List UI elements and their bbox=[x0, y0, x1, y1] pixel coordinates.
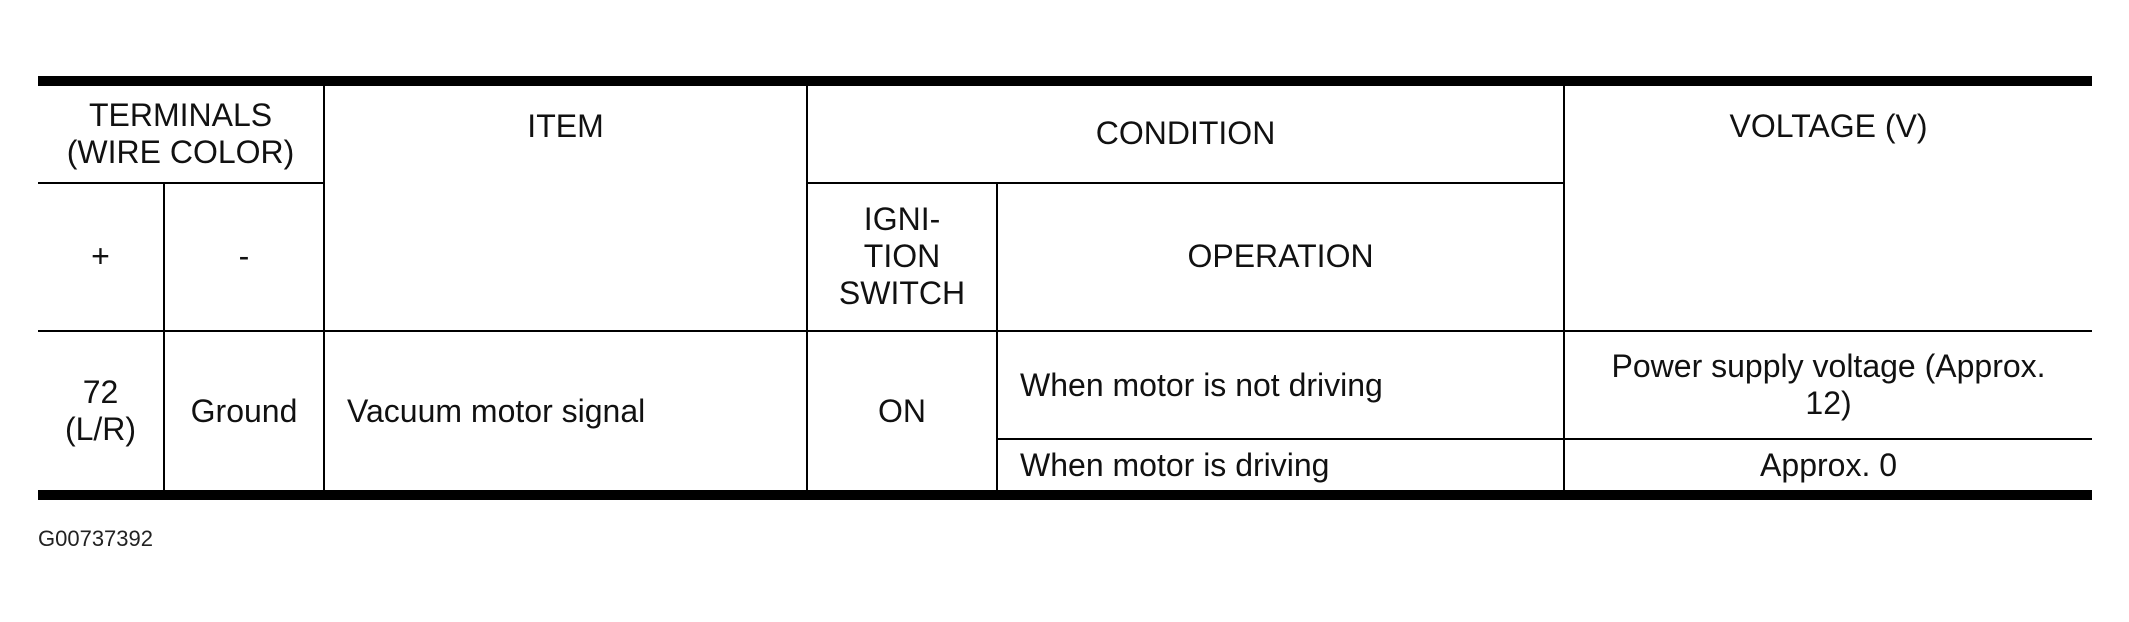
header-row-1: TERMINALS (WIRE COLOR) ITEM CONDITION VO… bbox=[38, 79, 2093, 333]
cell-voltage-not-driving: Power supply voltage (Approx. 12) bbox=[1563, 330, 2093, 441]
cell-operation-not-driving: When motor is not driving bbox=[996, 330, 1566, 441]
table-row: 72 (L/R) Ground Vacuum motor signal ON W… bbox=[38, 330, 2093, 496]
header-ignition-line1: IGNI- bbox=[863, 201, 941, 238]
cell-voltage-driving: Approx. 0 bbox=[1563, 438, 2093, 496]
header-minus: - bbox=[162, 181, 326, 333]
header-item: ITEM bbox=[323, 79, 809, 333]
cell-voltage-not-driving-line1: Power supply voltage (Approx. bbox=[1611, 348, 2046, 385]
table-row: When motor is driving Approx. 0 bbox=[38, 438, 2093, 496]
header-voltage: VOLTAGE (V) bbox=[1563, 79, 2093, 333]
cell-plus-terminal-number: 72 bbox=[82, 374, 119, 411]
header-ignition-line3: SWITCH bbox=[838, 275, 966, 312]
cell-item: Vacuum motor signal bbox=[323, 330, 809, 496]
header-terminals-line2: (WIRE COLOR) bbox=[66, 133, 295, 170]
terminal-table: TERMINALS (WIRE COLOR) ITEM CONDITION VO… bbox=[38, 76, 2093, 500]
header-terminals-line1: TERMINALS bbox=[88, 96, 273, 133]
cell-ignition: ON bbox=[806, 330, 999, 496]
cell-plus-terminal: 72 (L/R) bbox=[38, 330, 165, 496]
header-row-2: + - IGNI- TION SWITCH OPERATION bbox=[38, 181, 2092, 333]
header-ignition-line2: TION bbox=[863, 238, 941, 275]
cell-minus-terminal: Ground bbox=[162, 330, 326, 496]
header-operation: OPERATION bbox=[996, 181, 1565, 333]
header-ignition-switch: IGNI- TION SWITCH bbox=[806, 181, 999, 333]
cell-plus-terminal-color: (L/R) bbox=[64, 411, 137, 448]
header-condition: CONDITION bbox=[806, 80, 1566, 184]
header-plus: + bbox=[38, 181, 165, 333]
cell-voltage-not-driving-line2: 12) bbox=[1805, 385, 1852, 422]
cell-operation-driving: When motor is driving bbox=[997, 438, 1566, 496]
header-terminals: TERMINALS (WIRE COLOR) bbox=[38, 80, 326, 184]
figure-id: G00737392 bbox=[38, 526, 153, 551]
